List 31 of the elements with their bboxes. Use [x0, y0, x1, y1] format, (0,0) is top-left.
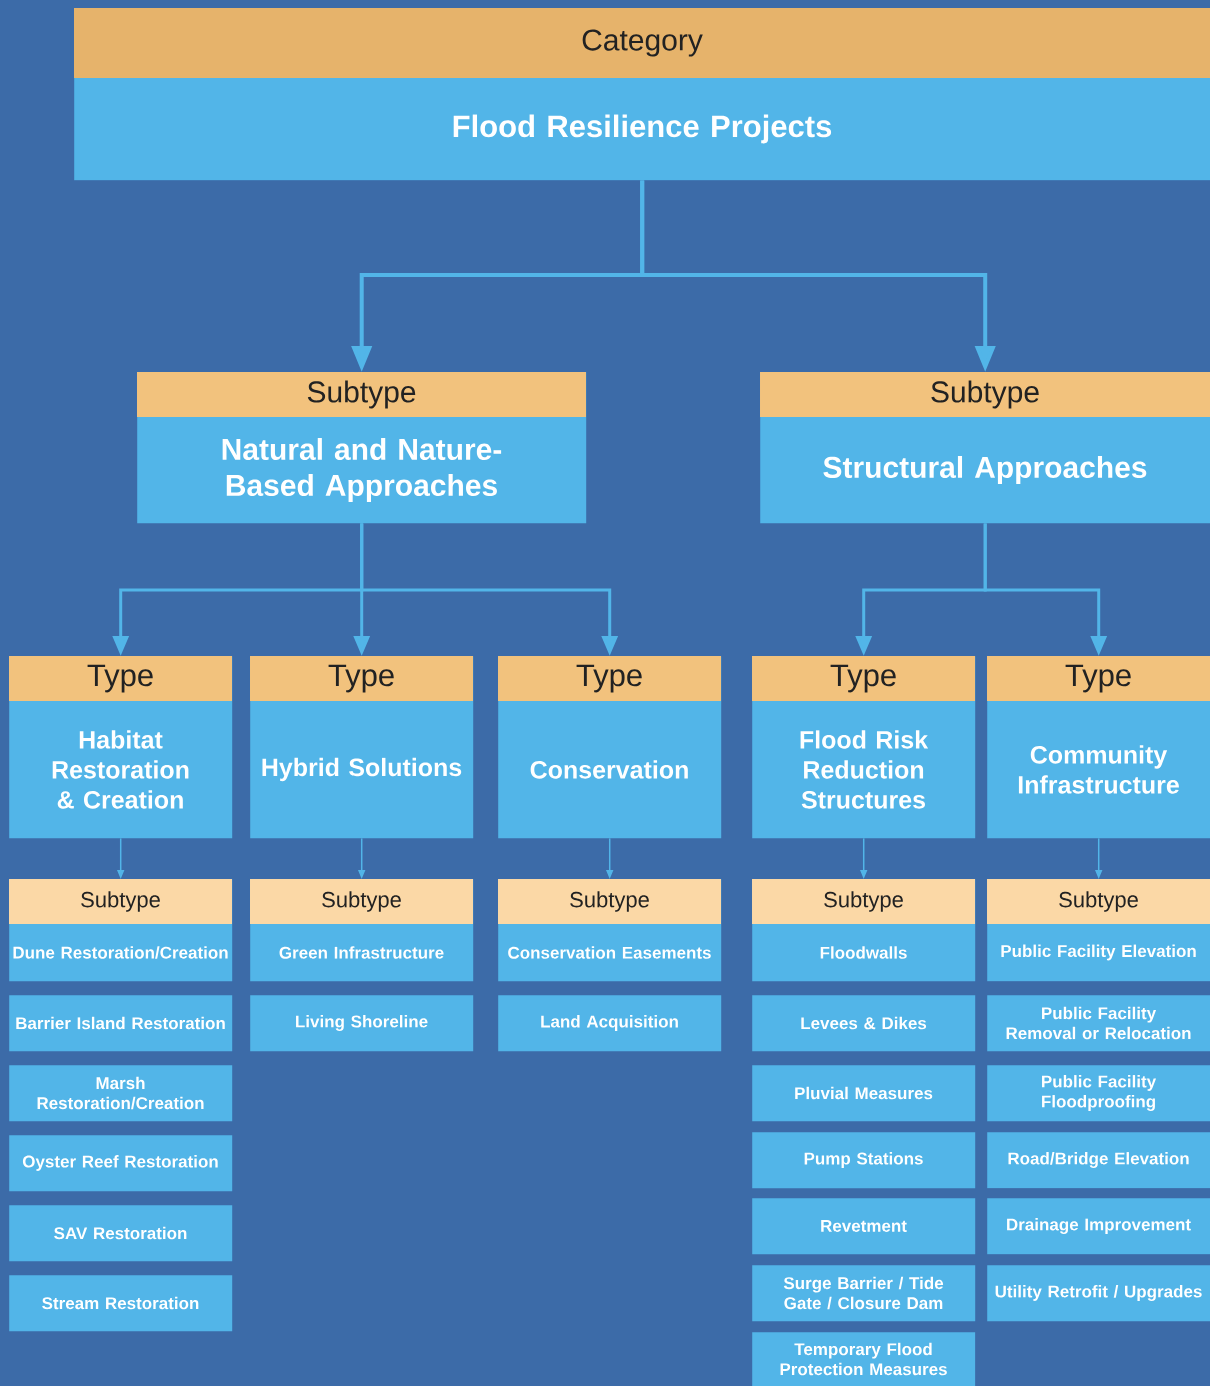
subtype-card: Subtype Green Infrastructure [250, 879, 474, 982]
list-item-box: Marsh Restoration/Creation [9, 1065, 233, 1122]
list-item-box: Barrier Island Restoration [9, 995, 233, 1052]
type-card: Type Conservation [498, 656, 722, 839]
list-item-box: Public Facility Removal or Relocation [987, 995, 1210, 1052]
subtype-card: Subtype Conservation Easements [498, 879, 722, 982]
type-card: Type Flood Risk Reduction Structures [752, 656, 976, 839]
subtype-card: Subtype Floodwalls [752, 879, 976, 982]
list-item-box: Temporary Flood Protection Measures [752, 1332, 976, 1386]
type-card: Type Community Infrastructure [987, 656, 1210, 839]
subtype-card: Subtype Natural and Nature-Based Approaches [137, 372, 587, 524]
type-card: Type Hybrid Solutions [250, 656, 474, 839]
list-item-box: Public Facility Floodproofing [987, 1065, 1210, 1122]
list-item-box: Living Shoreline [250, 995, 474, 1052]
list-item-box: Pump Stations [752, 1132, 976, 1189]
list-item-box: Land Acquisition [498, 995, 722, 1052]
list-item-box: Levees & Dikes [752, 995, 976, 1052]
subtype-card: Subtype Structural Approaches [760, 372, 1210, 524]
list-item-box: Revetment [752, 1198, 976, 1255]
subtype-card: Subtype Dune Restoration/Creation [9, 879, 233, 982]
list-item-box: Stream Restoration [9, 1275, 233, 1332]
subtype-card: Subtype Public Facility Elevation [987, 879, 1210, 982]
list-item-box: Oyster Reef Restoration [9, 1135, 233, 1192]
list-item-box: Utility Retrofit / Upgrades [987, 1265, 1210, 1322]
list-item-box: Surge Barrier / Tide Gate / Closure Dam [752, 1265, 976, 1322]
list-item-box: Pluvial Measures [752, 1065, 976, 1122]
category-card: Category Flood Resilience Projects [74, 8, 1210, 181]
list-item-box: SAV Restoration [9, 1205, 233, 1262]
list-item-box: Road/Bridge Elevation [987, 1132, 1210, 1189]
list-item-box: Drainage Improvement [987, 1198, 1210, 1255]
type-card: Type Habitat Restoration & Creation [9, 656, 233, 839]
